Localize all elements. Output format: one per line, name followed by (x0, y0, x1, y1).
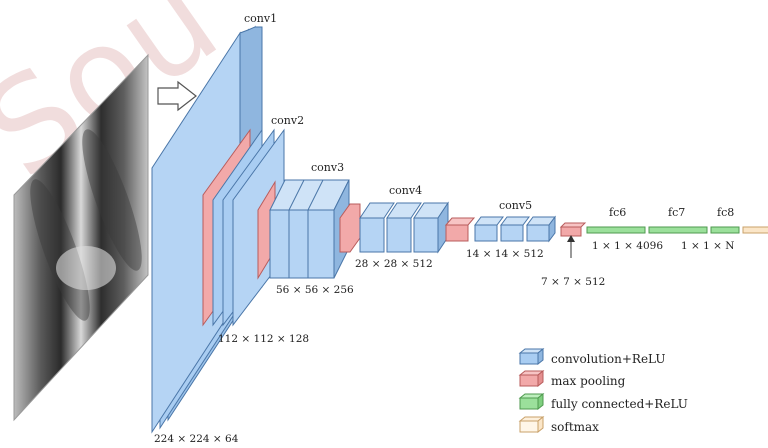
dim-pool5: 7 × 7 × 512 (541, 276, 605, 288)
conv3-block (257, 179, 350, 280)
legend-label-softmax: softmax (551, 420, 599, 434)
legend: convolution+ReLU max pooling fully conne… (518, 347, 688, 434)
legend-label-max-pooling: max pooling (551, 374, 626, 388)
conv5-block (444, 215, 556, 243)
legend-softmax-icon (518, 415, 545, 434)
label-fc7: fc7 (668, 206, 685, 219)
legend-max-pooling-icon (518, 369, 545, 388)
dim-conv2: 112 × 112 × 128 (218, 333, 309, 345)
legend-conv-relu-icon (518, 347, 545, 366)
label-conv3: conv3 (311, 161, 344, 174)
fc-layers (586, 226, 768, 234)
label-conv5: conv5 (499, 199, 532, 212)
pool5-block (559, 222, 587, 258)
label-conv2: conv2 (271, 114, 304, 127)
dim-conv5: 14 × 14 × 512 (466, 248, 544, 260)
conv4-block (339, 201, 449, 254)
label-fc8: fc8 (717, 206, 734, 219)
legend-fully-connected-icon (518, 392, 545, 411)
dim-conv3: 56 × 56 × 256 (276, 284, 354, 296)
dim-conv1: 224 × 224 × 64 (154, 433, 239, 444)
dim-fc: 1 × 1 × 4096 (592, 240, 663, 252)
legend-label-fully-connected: fully connected+ReLU (551, 397, 688, 411)
input-arrow-icon (157, 80, 197, 112)
label-fc6: fc6 (609, 206, 626, 219)
label-conv4: conv4 (389, 184, 422, 197)
legend-label-conv-relu: convolution+ReLU (551, 352, 665, 366)
dim-conv4: 28 × 28 × 512 (355, 258, 433, 270)
dim-fc8: 1 × 1 × N (681, 240, 735, 252)
xray-image (13, 53, 149, 422)
label-conv1: conv1 (244, 12, 277, 25)
